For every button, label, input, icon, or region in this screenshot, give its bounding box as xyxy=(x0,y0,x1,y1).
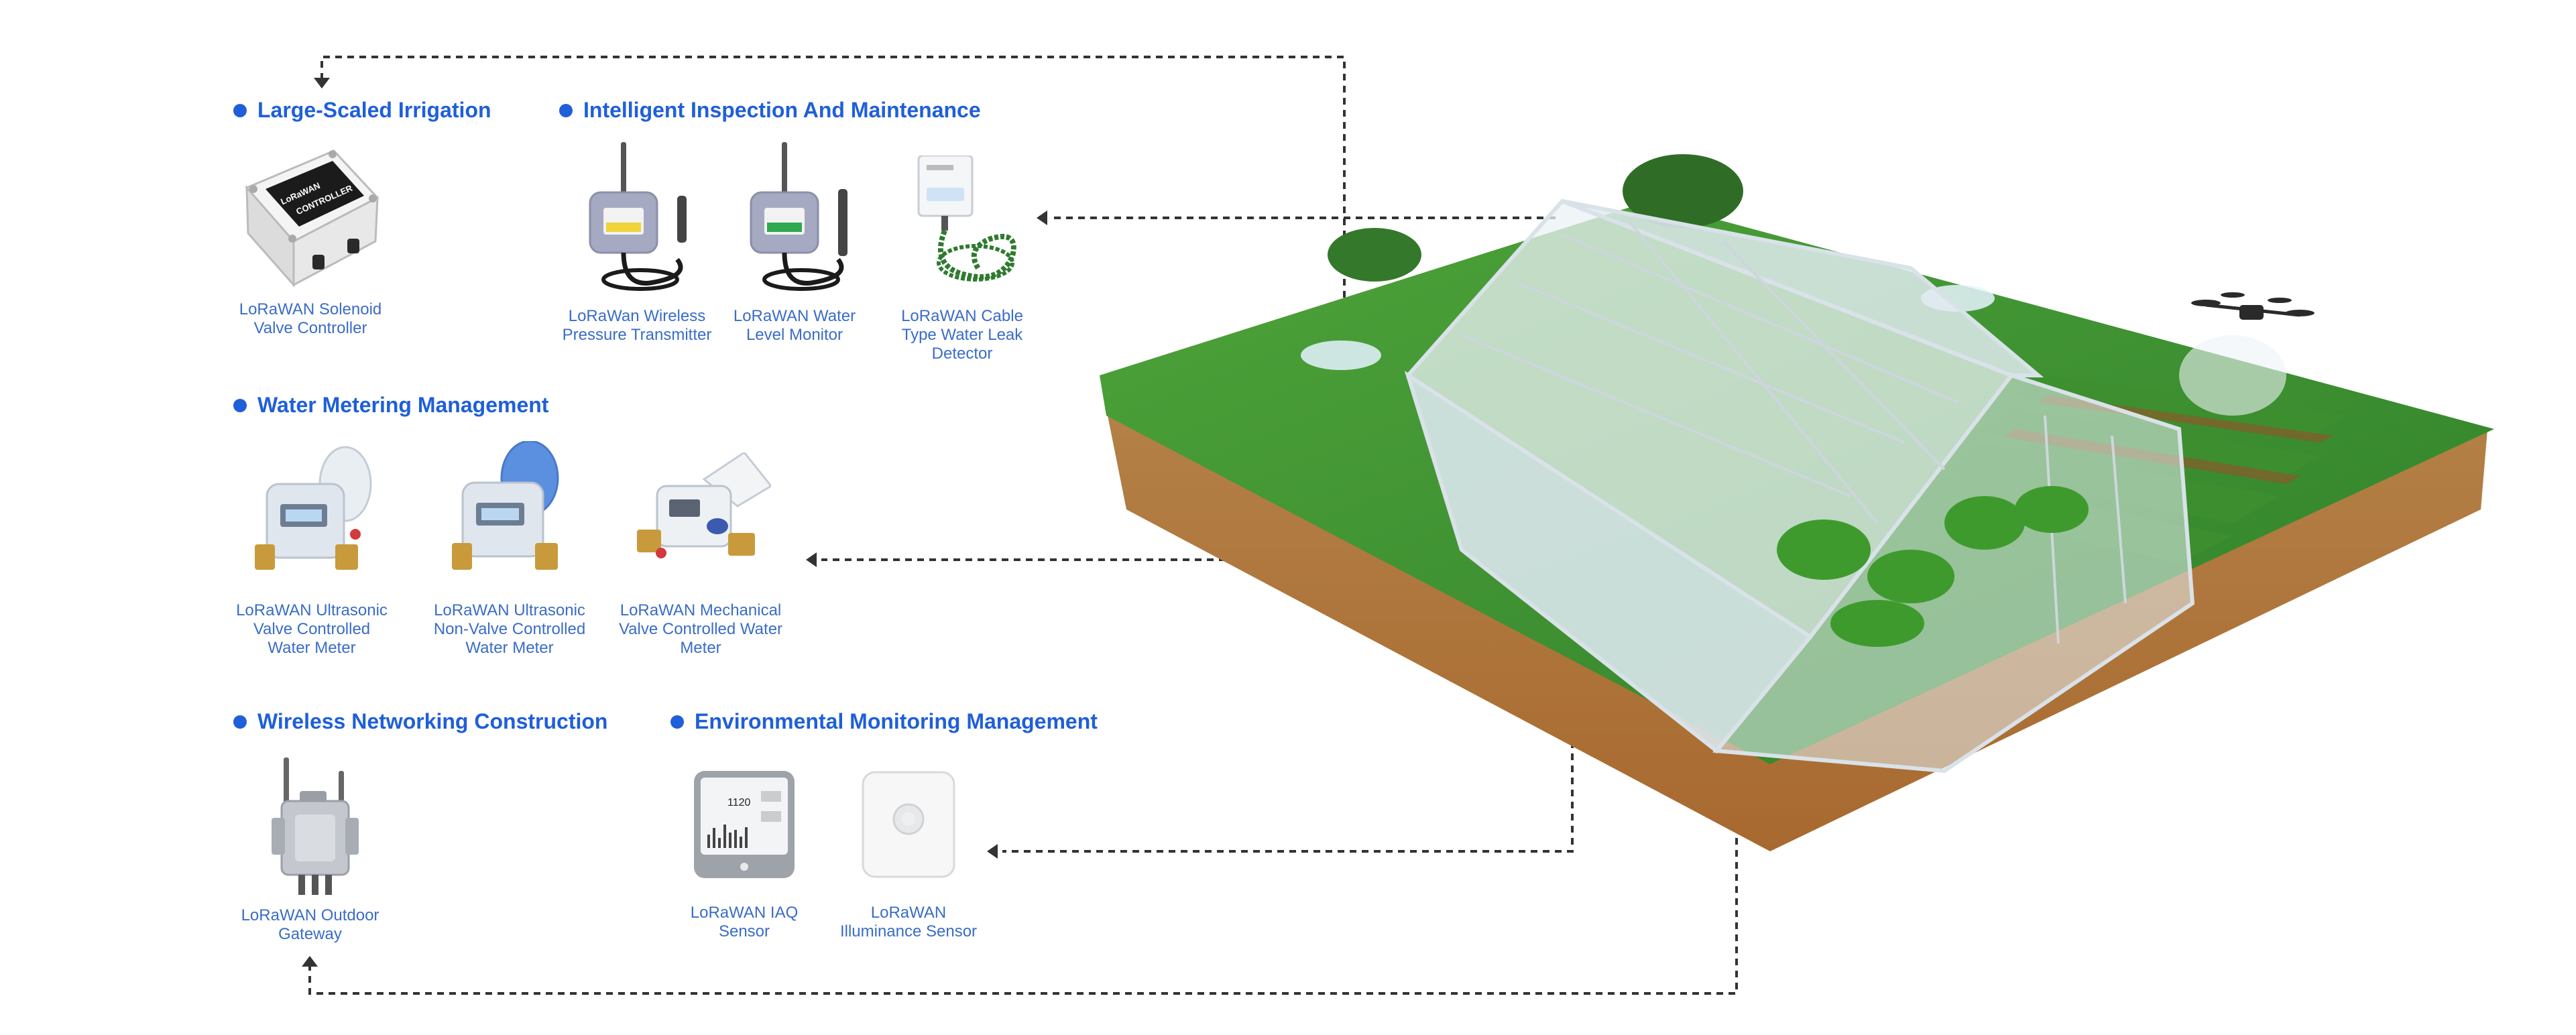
device-label-ultra-valve: LoRaWAN Ultrasonic Valve Controlled Wate… xyxy=(236,601,388,657)
iaq-screen-value: 1120 xyxy=(727,797,751,808)
valve-controller-icon: LoRaWAN CONTROLLER xyxy=(245,149,379,288)
water-meter-icon xyxy=(452,441,559,570)
device-label-pressure: LoRaWan Wireless Pressure Transmitter xyxy=(562,307,712,344)
outdoor-gateway-icon xyxy=(272,757,359,895)
arrow-environment xyxy=(987,844,998,859)
water-level-monitor-icon xyxy=(750,142,847,291)
bullet-dot xyxy=(233,715,247,729)
connector-networking xyxy=(308,367,1738,995)
arrow-irrigation xyxy=(314,78,330,88)
water-meter-icon xyxy=(255,446,372,570)
bullet-dot xyxy=(233,398,247,412)
device-label-ultra-nonvalve: LoRaWAN Ultrasonic Non-Valve Controlled … xyxy=(433,601,586,657)
device-label-iaq: LoRaWAN IAQ Sensor xyxy=(690,904,799,940)
bullet-dot xyxy=(559,103,573,117)
device-label-mechanical: LoRaWAN Mechanical Valve Controlled Wate… xyxy=(618,601,783,657)
section-title-text: Water Metering Management xyxy=(257,393,549,417)
illuminance-sensor-icon xyxy=(862,771,955,878)
arrow-metering xyxy=(806,552,817,567)
section-title-environment: Environmental Monitoring Management xyxy=(670,709,1098,734)
device-label-solenoid: LoRaWAN Solenoid Valve Controller xyxy=(239,300,382,337)
bullet-dot xyxy=(670,715,684,729)
mechanical-meter-icon xyxy=(637,452,771,558)
section-title-text: Wireless Networking Construction xyxy=(257,709,608,733)
arrow-networking xyxy=(302,956,318,967)
section-title-irrigation: Large-Scaled Irrigation xyxy=(233,98,491,123)
pressure-transmitter-icon xyxy=(589,142,687,291)
connector-irrigation xyxy=(320,56,1346,322)
arrow-inspection xyxy=(1037,210,1047,225)
section-title-inspection: Intelligent Inspection And Maintenance xyxy=(559,98,981,123)
device-label-illuminance: LoRaWAN Illuminance Sensor xyxy=(839,904,978,940)
device-label-gateway: LoRaWAN Outdoor Gateway xyxy=(241,906,379,943)
bullet-dot xyxy=(233,103,247,117)
section-title-text: Intelligent Inspection And Maintenance xyxy=(583,98,981,122)
iaq-sensor-icon: 1120 xyxy=(694,771,795,878)
section-title-metering: Water Metering Management xyxy=(233,393,548,418)
connector-environment xyxy=(1002,367,1574,853)
section-title-text: Environmental Monitoring Management xyxy=(695,709,1098,733)
device-label-water-level: LoRaWAN Water Level Monitor xyxy=(733,307,856,344)
device-label-leak: LoRaWAN Cable Type Water Leak Detector xyxy=(901,307,1023,363)
leak-detector-icon xyxy=(917,156,1016,282)
section-title-networking: Wireless Networking Construction xyxy=(233,709,607,734)
section-title-text: Large-Scaled Irrigation xyxy=(257,98,491,122)
